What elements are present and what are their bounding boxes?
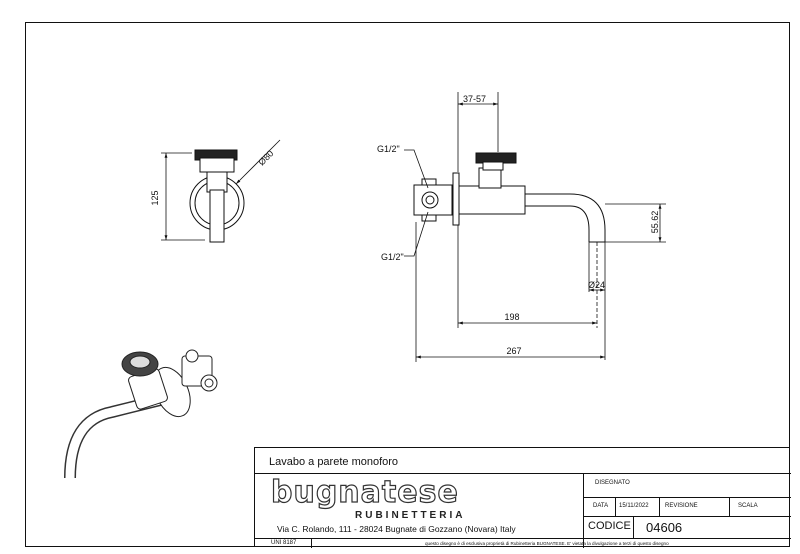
drawing-frame	[25, 22, 790, 547]
dim-diameter-24-label: Ø24	[588, 280, 605, 290]
title-block: Lavabo a parete monoforo bugnatese RUBIN…	[254, 447, 791, 548]
date-label: DATA	[593, 503, 609, 509]
isometric-view	[64, 349, 218, 479]
company-address: Via C. Rolando, 111 - 28024 Bugnate di G…	[277, 524, 516, 534]
thread-bottom-label: G1/2"	[381, 252, 404, 262]
thread-top-label: G1/2"	[377, 144, 400, 154]
dim-125-label: 125	[150, 190, 160, 205]
ownership-note: questo disegno è di esclusiva proprietà …	[425, 541, 669, 546]
front-view	[161, 139, 281, 243]
drawing-title: Lavabo a parete monoforo	[269, 456, 399, 468]
connection-inner	[425, 195, 435, 205]
code-value: 04606	[646, 520, 683, 535]
valve-body-side	[458, 185, 526, 215]
dim-55-62-label: 55.62	[650, 211, 660, 234]
spout-outer	[525, 193, 606, 242]
wall-plate	[452, 172, 460, 226]
brand-logo: bugnatese	[270, 475, 459, 510]
dim-267-label: 267	[506, 346, 521, 356]
side-view	[404, 92, 666, 362]
valve-neck	[206, 171, 228, 193]
scale-label: SCALA	[738, 503, 758, 509]
brand-subtitle: RUBINETTERIA	[355, 510, 466, 521]
wall-box	[413, 184, 453, 216]
valve-body	[199, 157, 235, 173]
uni-standard: UNI 8187	[271, 540, 297, 546]
spout-front	[209, 189, 225, 243]
dim-line-diameter-80	[235, 139, 281, 185]
dim-37-57-label: 37-57	[463, 94, 486, 104]
date-value: 15/11/2022	[619, 503, 649, 509]
code-label: CODICE	[588, 520, 631, 532]
designer-label: DISEGNATO	[595, 480, 630, 486]
dim-diameter-80-label: Ø80	[256, 148, 275, 167]
connection-circle	[421, 191, 439, 209]
spout-inner	[525, 205, 590, 242]
revision-label: REVISIONE	[665, 503, 698, 509]
dim-198-label: 198	[504, 312, 519, 322]
